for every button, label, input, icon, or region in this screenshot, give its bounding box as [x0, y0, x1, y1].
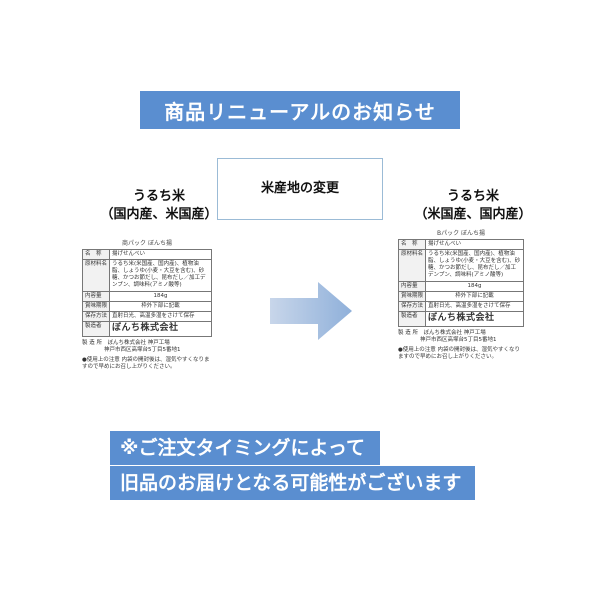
label-key: 原材料名	[397, 248, 427, 282]
right-arrow-icon	[270, 282, 352, 340]
label-key: 保存方法	[81, 310, 111, 322]
label-value: 184g	[425, 280, 524, 292]
label-value: うるち米(米国産、国内産)、植物油脂、しょうゆ(小麦・大豆を含む)、砂糖、かつお…	[109, 258, 212, 292]
label-key: 製造者	[81, 320, 111, 337]
rice-origin-after: うるち米 （米国産、国内産）	[408, 188, 538, 224]
maker-detail-1: 製 造 所 ぼんち株式会社 神戸工場	[82, 339, 170, 346]
label-key: 原材料名	[81, 258, 111, 292]
rice-before-line2: （国内産、米国産）	[100, 207, 218, 222]
label-key: 内容量	[397, 280, 427, 292]
usage-note: ●使用上の注意 内袋の開封後は、湿気やすくなりますので早めにお召し上がりください…	[398, 346, 521, 361]
label-table: 名 称揚げせんべい 原材料名うるち米(米国産、国内産)、植物油脂、しょうゆ(小麦…	[81, 248, 212, 337]
rice-origin-before: うるち米 （国内産、米国産）	[94, 188, 224, 224]
label-value: うるち米(米国産、国内産)、植物油脂、しょうゆ(小麦・大豆を含む)、砂糖、かつお…	[425, 248, 524, 282]
label-header: 商パック ぼんち揚	[122, 240, 172, 247]
label-value: 枠外下部に記載	[425, 290, 524, 302]
food-label-before: 商パック ぼんち揚 名 称揚げせんべい 原材料名うるち米(米国産、国内産)、植物…	[81, 240, 212, 371]
rice-before-line1: うるち米	[132, 189, 185, 204]
label-value: 揚げせんべい	[109, 248, 212, 260]
change-box: 米産地の変更	[217, 158, 383, 220]
rice-after-line2: （米国産、国内産）	[414, 207, 532, 222]
label-key: 製造者	[397, 310, 427, 327]
maker-detail-2: 神戸市西区高塚台5丁目5番地1	[104, 346, 181, 353]
label-value: 直射日光、高温多湿をさけて保存	[109, 310, 212, 322]
label-key: 内容量	[81, 290, 111, 302]
usage-note: ●使用上の注意 内袋の開封後は、湿気やすくなりますので早めにお召し上がりください…	[82, 356, 210, 371]
label-table: 名 称揚げせんべい 原材料名うるち米(米国産、国内産)、植物油脂、しょうゆ(小麦…	[397, 238, 524, 327]
label-key: 名 称	[81, 248, 111, 260]
notice-line-2: 旧品のお届けとなる可能性がございます	[110, 466, 475, 500]
maker-detail-1: 製 造 所 ぼんち株式会社 神戸工場	[398, 329, 486, 336]
label-header: Bパック ぼんち揚	[436, 230, 486, 237]
maker-name: ぼんち株式会社	[425, 310, 524, 327]
label-value: 直射日光、高温多湿をさけて保存	[425, 300, 524, 312]
label-key: 名 称	[397, 238, 427, 250]
label-value: 揚げせんべい	[425, 238, 524, 250]
label-key: 賞味期限	[81, 300, 111, 312]
label-value: 184g	[109, 290, 212, 302]
maker-name: ぼんち株式会社	[109, 320, 212, 337]
notice-line-1: ※ご注文タイミングによって	[110, 431, 380, 465]
rice-after-line1: うるち米	[446, 189, 499, 204]
maker-detail-2: 神戸市西区高塚台5丁目5番地1	[420, 336, 497, 343]
label-key: 保存方法	[397, 300, 427, 312]
label-value: 枠外下部に記載	[109, 300, 212, 312]
label-key: 賞味期限	[397, 290, 427, 302]
renewal-banner: 商品リニューアルのお知らせ	[140, 91, 460, 129]
food-label-after: Bパック ぼんち揚 名 称揚げせんべい 原材料名うるち米(米国産、国内産)、植物…	[397, 230, 524, 361]
